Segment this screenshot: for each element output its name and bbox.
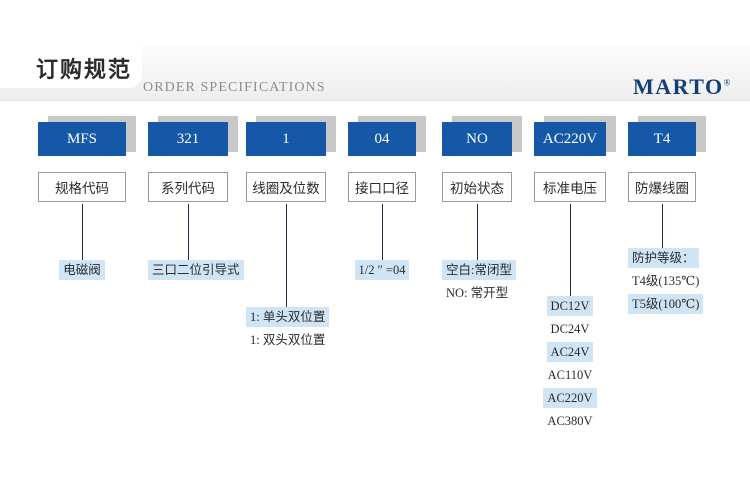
- description-item: NO: 常开型: [446, 286, 509, 300]
- description-row: AC380V: [534, 411, 606, 434]
- description-item-highlighted: 1/2 ″ =04: [354, 260, 410, 280]
- spec-column: MFS 规格代码电磁阀: [38, 116, 136, 280]
- description-row: NO: 常开型: [442, 283, 512, 306]
- description-row: T4级(135℃): [628, 271, 699, 294]
- connector-line: [382, 204, 383, 260]
- brand-logo: MARTO®: [633, 74, 732, 100]
- description-item: DC24V: [550, 322, 590, 336]
- description-item-highlighted: 1: 单头双位置: [246, 307, 330, 327]
- label-box: 标准电压: [534, 172, 606, 202]
- description-item-highlighted: AC24V: [546, 342, 594, 362]
- description-row: AC220V: [534, 388, 606, 411]
- registered-trademark-icon: ®: [723, 77, 732, 88]
- spec-column: 1 线圈及位数 1: 单头双位置 1: 双头双位置: [246, 116, 336, 347]
- description-row: AC24V: [534, 342, 606, 365]
- description-item-highlighted: DC12V: [546, 296, 594, 316]
- description-group: 空白:常闭型 NO: 常开型: [442, 260, 516, 306]
- description-row: 1: 双头双位置: [246, 330, 326, 353]
- description-group: 电磁阀: [38, 260, 126, 283]
- connector-line: [82, 204, 83, 260]
- code-box-wrapper: 04: [348, 116, 426, 158]
- code-box-wrapper: 1: [246, 116, 336, 158]
- code-box[interactable]: 1: [246, 122, 326, 156]
- description-row: AC110V: [534, 365, 606, 388]
- description-row: DC12V: [534, 296, 606, 319]
- description-item-highlighted: 防护等级：: [628, 248, 699, 268]
- code-box[interactable]: 04: [348, 122, 416, 156]
- description-group: DC12V DC24V AC24V AC110V AC220V AC380V: [534, 296, 606, 434]
- connector-line: [570, 204, 571, 296]
- description-item-highlighted: 电磁阀: [59, 260, 105, 280]
- header-title-tab: [0, 38, 142, 88]
- description-item-highlighted: AC220V: [543, 388, 597, 408]
- code-box[interactable]: NO: [442, 122, 512, 156]
- label-box: 接口口径: [348, 172, 416, 202]
- description-row: 空白:常闭型: [442, 260, 516, 283]
- description-row: 电磁阀: [38, 260, 126, 283]
- description-row: 防护等级：: [628, 248, 699, 271]
- page-title-cn: 订购规范: [36, 58, 133, 83]
- code-box[interactable]: AC220V: [534, 122, 606, 156]
- connector-line: [662, 204, 663, 248]
- spec-column: T4 防爆线圈防护等级： T4级(135℃) T5级(100℃): [628, 116, 706, 314]
- description-group: 1: 单头双位置 1: 双头双位置: [246, 307, 330, 353]
- description-item-highlighted: 三口二位引导式: [148, 260, 244, 280]
- description-row: DC24V: [534, 319, 606, 342]
- connector-line: [188, 204, 189, 260]
- code-box-wrapper: MFS: [38, 116, 136, 158]
- description-item-highlighted: T5级(100℃): [628, 294, 704, 314]
- description-item-highlighted: 空白:常闭型: [442, 260, 516, 280]
- label-box: 规格代码: [38, 172, 126, 202]
- description-row: 三口二位引导式: [148, 260, 244, 283]
- code-box-wrapper: 321: [148, 116, 238, 158]
- connector-line: [286, 204, 287, 307]
- description-row: 1/2 ″ =04: [348, 260, 416, 283]
- description-group: 防护等级： T4级(135℃) T5级(100℃): [628, 248, 704, 317]
- page-title-en: ORDER SPECIFICATIONS: [143, 80, 326, 95]
- description-row: T5级(100℃): [628, 294, 704, 317]
- description-item: 1: 双头双位置: [250, 333, 326, 347]
- label-box: 防爆线圈: [628, 172, 696, 202]
- connector-line: [477, 204, 478, 260]
- label-box: 线圈及位数: [246, 172, 326, 202]
- spec-column: 321 系列代码三口二位引导式: [148, 116, 244, 280]
- description-row: 1: 单头双位置: [246, 307, 330, 330]
- description-item: AC110V: [547, 368, 593, 382]
- code-box-wrapper: T4: [628, 116, 706, 158]
- description-group: 1/2 ″ =04: [348, 260, 416, 283]
- code-box-wrapper: NO: [442, 116, 522, 158]
- code-box[interactable]: T4: [628, 122, 696, 156]
- spec-column: 04 接口口径 1/2 ″ =04: [348, 116, 426, 280]
- brand-name: MARTO: [633, 74, 724, 99]
- description-item: T4级(135℃): [632, 274, 700, 288]
- code-box[interactable]: MFS: [38, 122, 126, 156]
- description-item: AC380V: [547, 414, 593, 428]
- label-box: 初始状态: [442, 172, 512, 202]
- spec-column: AC220V 标准电压 DC12V DC24V AC24V AC110V AC220V AC3…: [534, 116, 616, 428]
- label-box: 系列代码: [148, 172, 228, 202]
- description-group: 三口二位引导式: [148, 260, 244, 283]
- spec-column: NO 初始状态空白:常闭型 NO: 常开型: [442, 116, 522, 300]
- code-box-wrapper: AC220V: [534, 116, 616, 158]
- code-box[interactable]: 321: [148, 122, 228, 156]
